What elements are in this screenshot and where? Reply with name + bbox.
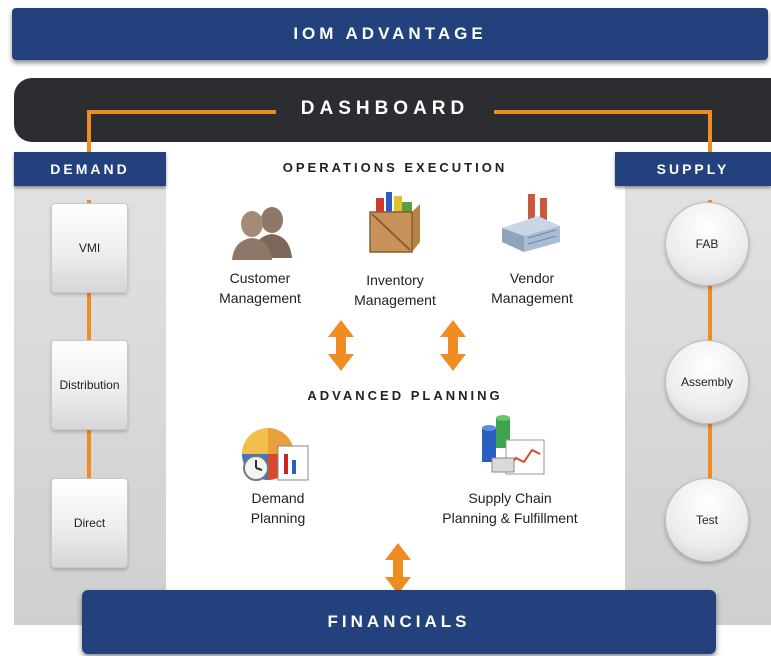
demand-node-vmi: VMI bbox=[51, 203, 128, 293]
demand-planning-line1: Demand bbox=[251, 490, 305, 506]
inventory-label-line1: Inventory bbox=[366, 272, 424, 288]
inventory-box-icon bbox=[369, 192, 420, 253]
pie-chart-clock-icon bbox=[242, 428, 309, 481]
supply-chain-line1: Supply Chain bbox=[468, 490, 552, 506]
database-chart-icon bbox=[482, 415, 545, 475]
supply-tab: SUPPLY bbox=[615, 152, 771, 186]
supply-chain-planning-label: Supply Chain Planning & Fulfillment bbox=[420, 488, 600, 528]
financials-bar: FINANCIALS bbox=[82, 590, 716, 654]
vendor-label-line1: Vendor bbox=[509, 270, 555, 286]
vendor-management-label: Vendor Management bbox=[477, 268, 587, 308]
demand-planning-line2: Planning bbox=[250, 510, 306, 526]
dashboard-right-connector bbox=[494, 110, 712, 160]
dashboard-title: DASHBOARD bbox=[300, 98, 470, 119]
demand-tab: DEMAND bbox=[14, 152, 166, 186]
advanced-planning-title: ADVANCED PLANNING bbox=[307, 388, 503, 403]
demand-node-distribution: Distribution bbox=[51, 340, 128, 430]
factory-icon bbox=[502, 194, 560, 252]
demand-planning-label: Demand Planning bbox=[223, 488, 333, 528]
vendor-label-line2: Management bbox=[491, 290, 573, 306]
inventory-management-label: Inventory Management bbox=[340, 270, 450, 310]
customer-label-line2: Management bbox=[219, 290, 301, 306]
customer-management-label: Customer Management bbox=[205, 268, 315, 308]
supply-node-fab: FAB bbox=[665, 202, 749, 286]
double-arrow-icon bbox=[328, 320, 354, 371]
inventory-label-line2: Management bbox=[354, 292, 436, 308]
supply-chain-line2: Planning & Fulfillment bbox=[442, 510, 578, 526]
iom-advantage-banner: IOM ADVANTAGE bbox=[12, 8, 768, 60]
double-arrow-icon bbox=[440, 320, 466, 371]
double-arrow-icon bbox=[385, 543, 411, 594]
customer-label-line1: Customer bbox=[229, 270, 291, 286]
supply-node-assembly: Assembly bbox=[665, 340, 749, 424]
operations-execution-title: OPERATIONS EXECUTION bbox=[282, 160, 508, 175]
demand-node-direct: Direct bbox=[51, 478, 128, 568]
supply-node-test: Test bbox=[665, 478, 749, 562]
dashboard-left-connector bbox=[87, 110, 276, 160]
customers-icon bbox=[232, 207, 292, 260]
